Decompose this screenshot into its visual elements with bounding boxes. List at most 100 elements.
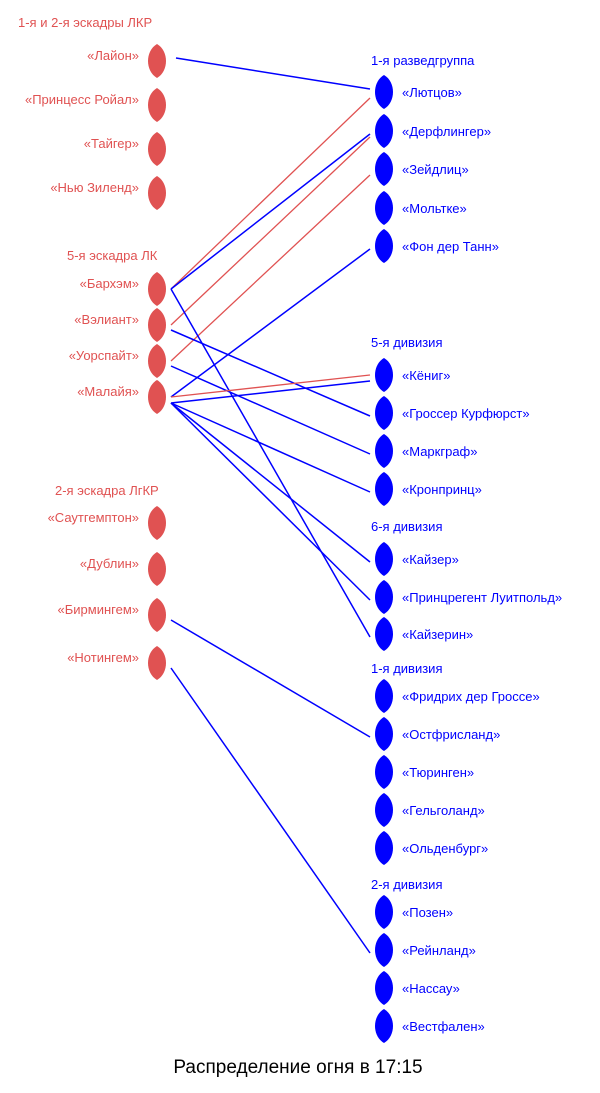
german-ship: «Кронпринц» (375, 472, 482, 506)
british-ship-marker (148, 308, 166, 342)
german-ship-label: «Гроссер Курфюрст» (402, 406, 530, 421)
german-ship-label: «Дерфлингер» (402, 124, 491, 139)
german-group-label: 2-я дивизия (371, 877, 443, 892)
british-group: 5-я эскадра ЛК«Бархэм»«Вэлиант»«Уорспайт… (67, 248, 166, 414)
german-ship: «Тюринген» (375, 755, 474, 789)
british-ship: «Саутгемптон» (48, 506, 166, 540)
british-ship: «Принцесс Ройал» (25, 88, 166, 122)
fire-line (170, 133, 371, 290)
british-group: 1-я и 2-я эскадры ЛКР «Лайон» «Принцесс Ро… (18, 15, 166, 210)
british-ship-label: «Нотингем» (67, 650, 139, 665)
german-ship-marker (375, 191, 393, 225)
german-ship: «Позен» (375, 895, 453, 929)
fire-line (170, 174, 371, 362)
fire-line (170, 402, 371, 493)
british-ship-marker (148, 344, 166, 378)
british-ship-label: «Уорспайт» (69, 348, 139, 363)
german-ship-label: «Ольденбург» (402, 841, 488, 856)
german-ship: «Ольденбург» (375, 831, 488, 865)
german-ship: «Маркграф» (375, 434, 477, 468)
fire-line (170, 97, 371, 290)
fire-line (170, 288, 371, 638)
german-ship: «Зейдлиц» (375, 152, 469, 186)
german-ship-marker (375, 793, 393, 827)
german-ship-marker (375, 933, 393, 967)
german-ship-marker (375, 717, 393, 751)
german-ship-label: «Тюринген» (402, 765, 474, 780)
british-ship-label: «Лайон» (87, 48, 139, 63)
german-ship-marker (375, 617, 393, 651)
german-ship: «Гельголанд» (375, 793, 485, 827)
german-group-label: 5-я дивизия (371, 335, 443, 350)
british-ship-label: «Дублин» (80, 556, 139, 571)
british-ship-label: «Саутгемптон» (48, 510, 139, 525)
german-ship: «Кайзер» (375, 542, 459, 576)
fire-line (170, 402, 371, 563)
british-ship-marker (148, 272, 166, 306)
german-group: 1-я разведгруппа «Лютцов» «Дерфлингер» «Зей… (371, 53, 499, 263)
fire-line (170, 667, 371, 954)
british-ship: «Бирмингем» (58, 598, 166, 632)
german-group-label: 6-я дивизия (371, 519, 443, 534)
german-ship-marker (375, 472, 393, 506)
german-ship-marker (375, 580, 393, 614)
german-ship-marker (375, 755, 393, 789)
fire-line (170, 380, 371, 404)
german-ship: «Гроссер Курфюрст» (375, 396, 530, 430)
british-group-label: 1-я и 2-я эскадры ЛКР (18, 15, 152, 30)
german-ship-label: «Фридрих дер Гроссе» (402, 689, 540, 704)
german-ship-marker (375, 679, 393, 713)
fire-line (170, 619, 371, 738)
german-ship-label: «Рейнланд» (402, 943, 476, 958)
british-ship-label: «Бирмингем» (58, 602, 140, 617)
british-ship-marker (148, 380, 166, 414)
german-ship: «Фридрих дер Гроссе» (375, 679, 540, 713)
german-group-label: 1-я разведгруппа (371, 53, 475, 68)
german-group: 6-я дивизия «Кайзер» «Принцрегент Луитполь… (371, 519, 562, 651)
german-ship: «Принцрегент Луитпольд» (375, 580, 562, 614)
british-group-label: 2-я эскадра ЛгКР (55, 483, 159, 498)
british-ship-label: «Нью Зиленд» (50, 180, 139, 195)
british-ship: «Бархэм» (80, 272, 166, 306)
british-ship-label: «Бархэм» (80, 276, 139, 291)
fire-line (170, 365, 371, 455)
british-ship-marker (148, 506, 166, 540)
german-ship-label: «Лютцов» (402, 85, 462, 100)
german-ship-marker (375, 1009, 393, 1043)
british-ship-marker (148, 132, 166, 166)
german-ship-label: «Маркграф» (402, 444, 477, 459)
german-ship-label: «Кайзерин» (402, 627, 473, 642)
fire-lines (170, 57, 371, 954)
fire-line (175, 57, 371, 90)
german-ship: «Мольтке» (375, 191, 467, 225)
british-ship: «Нью Зиленд» (50, 176, 166, 210)
german-ship-label: «Гельголанд» (402, 803, 485, 818)
british-ship: «Вэлиант» (74, 308, 166, 342)
german-ship: «Вестфален» (375, 1009, 485, 1043)
german-ship: «Кайзерин» (375, 617, 473, 651)
german-ship-label: «Кронпринц» (402, 482, 482, 497)
british-ship-marker (148, 598, 166, 632)
german-group: 1-я дивизия«Фридрих дер Гроссе»«Остфрисл… (371, 661, 540, 865)
british-ship: «Нотингем» (67, 646, 166, 680)
german-ship-marker (375, 895, 393, 929)
british-ship: «Дублин» (80, 552, 166, 586)
german-ship-marker (375, 75, 393, 109)
british-ship-marker (148, 646, 166, 680)
german-ship: «Нассау» (375, 971, 460, 1005)
german-ship-label: «Остфрисланд» (402, 727, 500, 742)
german-ship-label: «Принцрегент Луитпольд» (402, 590, 562, 605)
british-ship-marker (148, 552, 166, 586)
german-ship-label: «Вестфален» (402, 1019, 485, 1034)
british-ship-label: «Вэлиант» (74, 312, 139, 327)
german-ship-marker (375, 152, 393, 186)
german-ship: «Остфрисланд» (375, 717, 500, 751)
german-ship-marker (375, 434, 393, 468)
british-ship-label: «Малайя» (77, 384, 139, 399)
german-ship-label: «Мольтке» (402, 201, 467, 216)
german-ship-marker (375, 396, 393, 430)
british-ship: «Уорспайт» (69, 344, 166, 378)
german-ship-marker (375, 229, 393, 263)
british-ship-marker (148, 88, 166, 122)
british-ship: «Лайон» (87, 44, 166, 78)
